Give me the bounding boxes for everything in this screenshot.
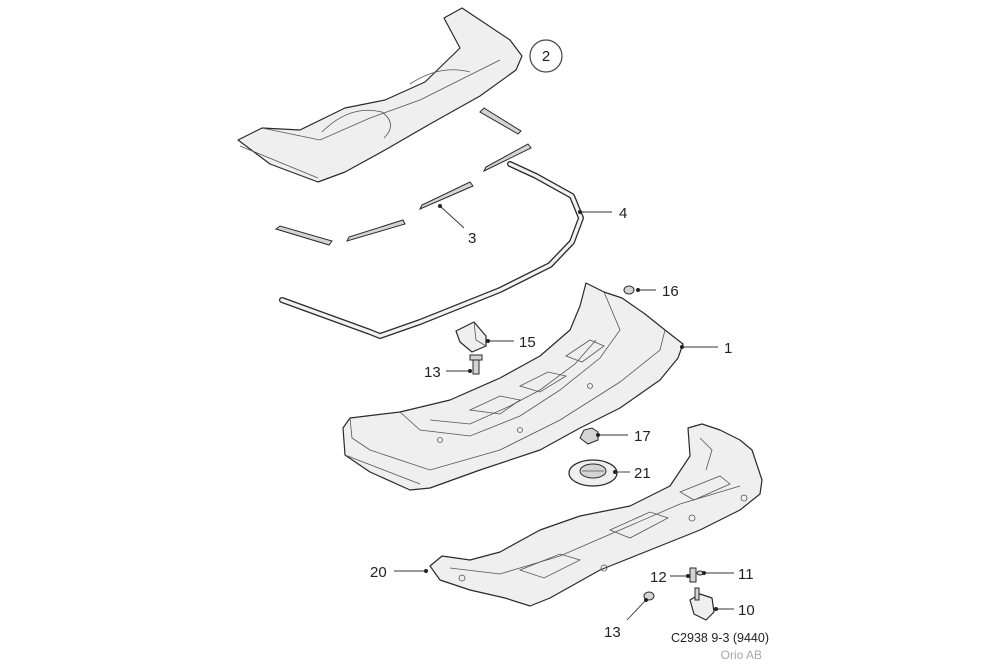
nut-16 <box>623 285 635 295</box>
callout-13-lower: 13 <box>604 624 621 641</box>
callout-11: 11 <box>738 566 754 583</box>
main-tray <box>342 282 684 491</box>
lower-undertray <box>429 423 763 607</box>
bolt-13-lower <box>643 591 655 601</box>
callout-10: 10 <box>738 602 755 619</box>
callout-15: 15 <box>519 334 536 351</box>
screw-13-upper <box>469 354 483 375</box>
leader-lines <box>394 204 734 621</box>
callout-4: 4 <box>619 205 627 222</box>
callout-3: 3 <box>468 230 476 247</box>
callout-20: 20 <box>370 564 387 581</box>
hinge-bracket-10 <box>689 587 715 621</box>
clip-17 <box>579 427 599 445</box>
callout-16: 16 <box>662 283 679 300</box>
rubber-seal <box>279 161 584 339</box>
callout-2-circle <box>529 39 563 73</box>
callout-21: 21 <box>634 465 651 482</box>
diagram-caption: C2938 9-3 (9440) <box>671 631 769 645</box>
callout-2: 2 <box>542 48 550 65</box>
callout-12: 12 <box>650 569 667 586</box>
upper-cover-panel <box>237 7 523 183</box>
round-cap-21 <box>568 459 618 487</box>
copyright-label: Orio AB <box>721 648 762 662</box>
screw-12 <box>689 567 697 583</box>
callout-17: 17 <box>634 428 651 445</box>
bracket-15 <box>455 321 487 353</box>
seal-strips <box>274 107 532 246</box>
callout-13-upper: 13 <box>424 364 441 381</box>
callout-1: 1 <box>724 340 732 357</box>
